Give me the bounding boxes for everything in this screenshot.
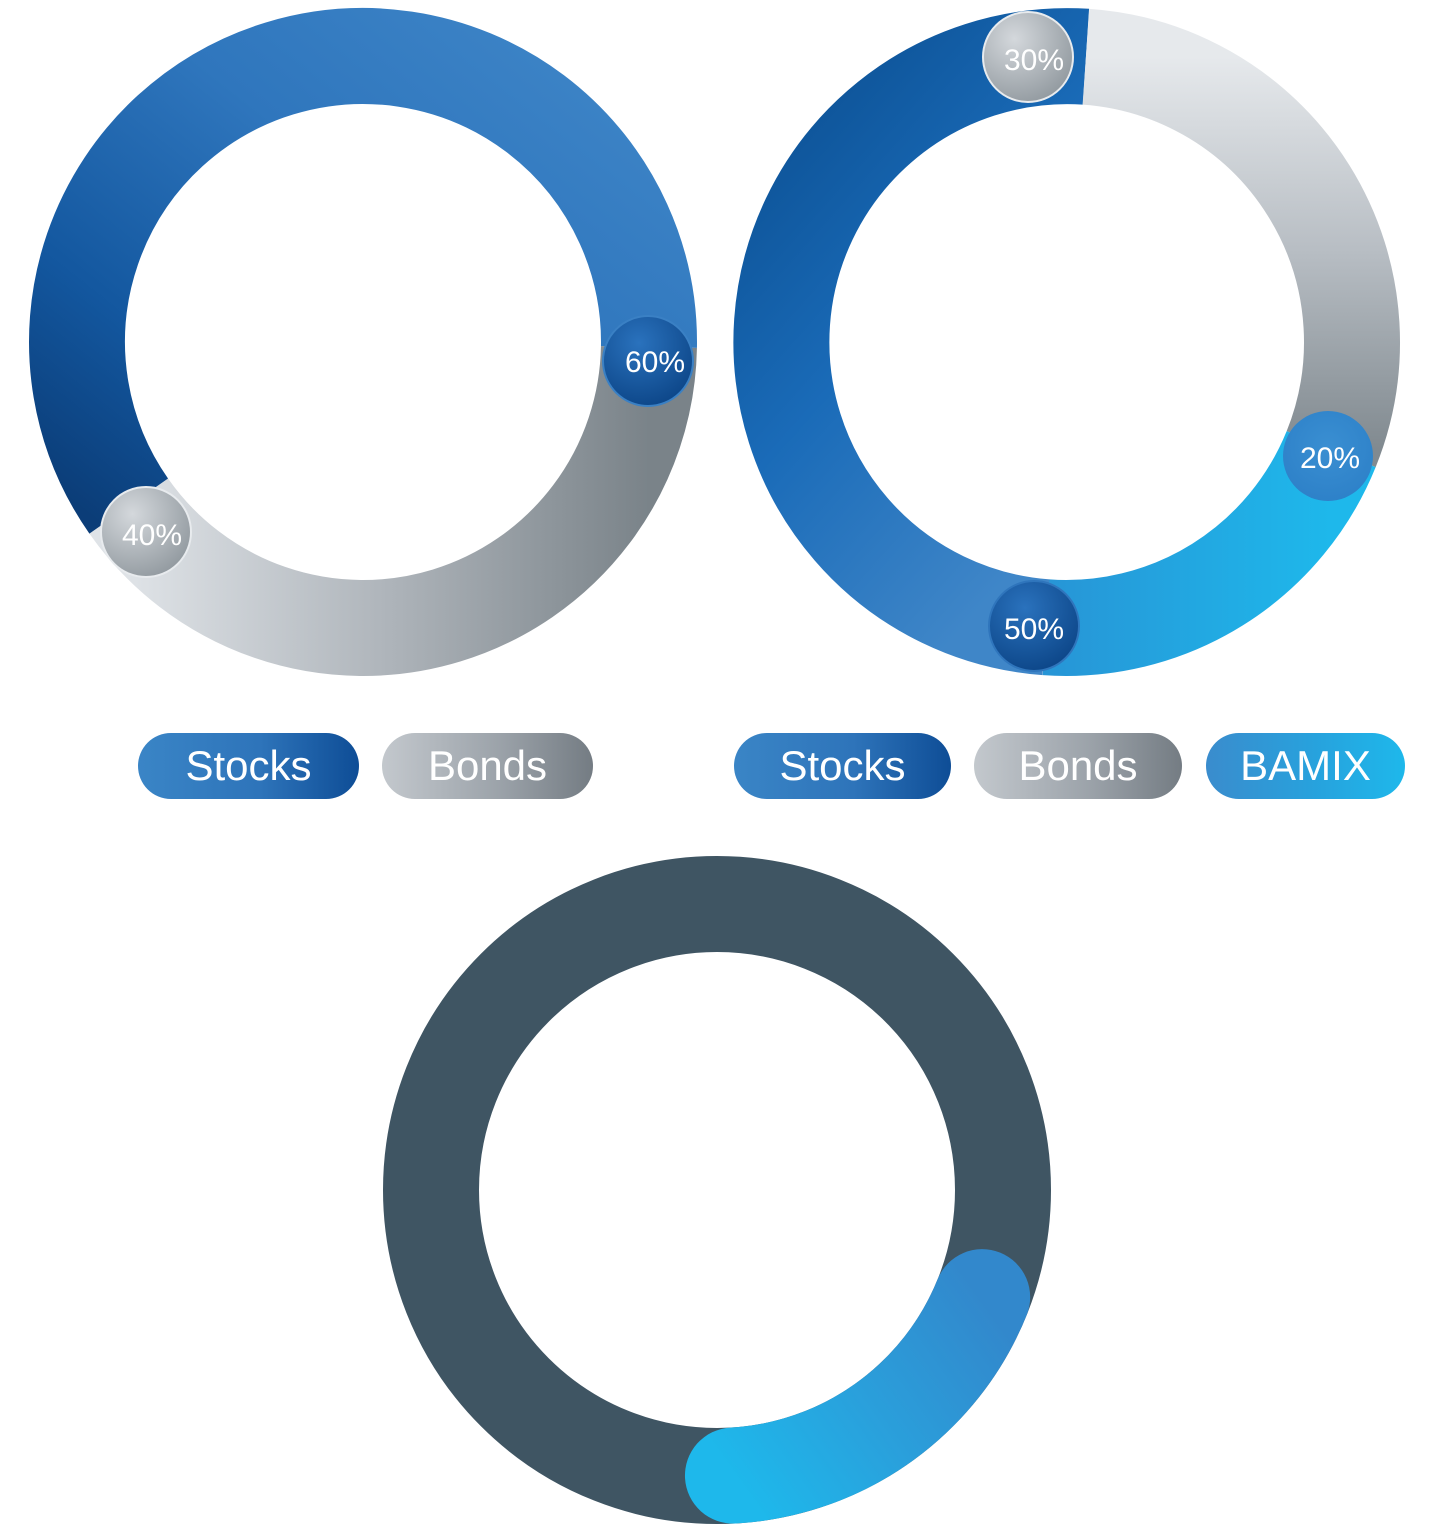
data-label-stocks: 50% [988,580,1080,672]
donut-chart-stocks-bonds: 60% 40% [29,8,697,676]
legend-item-bamix[interactable]: BAMIX [1206,733,1405,799]
legend-item-bonds[interactable]: Bonds [382,733,593,799]
data-label-bonds: 40% [100,486,192,578]
donut-segment-stocks[interactable] [29,8,697,534]
data-label-stocks-text: 60% [625,346,685,379]
data-label-bonds-text: 30% [1004,44,1064,77]
data-label-bubble [602,315,694,407]
data-label-bubble [982,11,1074,103]
data-label-bubble [988,580,1080,672]
donut-segment-stocks[interactable] [733,8,1089,676]
data-label-bubble [100,486,192,578]
data-label-bonds-text: 40% [122,519,182,552]
legend-item-bonds[interactable]: Bonds [974,733,1182,799]
data-label-bubble [1283,411,1373,501]
data-label-stocks: 60% [602,315,694,407]
data-label-bamix: 20% [1283,411,1373,501]
data-label-bamix-text: 20% [1300,442,1360,475]
progress-ring-chart [383,856,1051,1524]
data-label-stocks-text: 50% [1004,613,1064,646]
donut-segment-bonds[interactable] [89,345,697,676]
donut-chart-stocks-bonds-bamix: 30% 20% 50% [733,8,1400,676]
legend-item-stocks[interactable]: Stocks [138,733,359,799]
data-label-bonds: 30% [982,11,1074,103]
donut-segment-bonds[interactable] [1081,8,1400,468]
legend-item-stocks[interactable]: Stocks [734,733,951,799]
progress-ring-arc[interactable] [684,1249,1031,1524]
